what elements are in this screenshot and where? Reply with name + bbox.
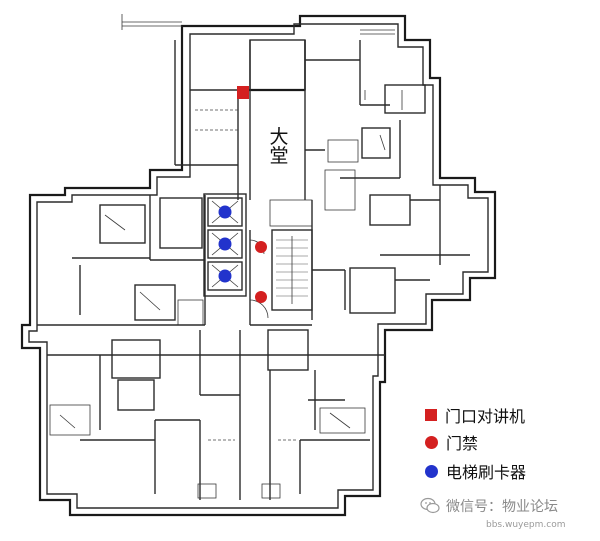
- legend-item-intercom: 门口对讲机: [425, 403, 525, 427]
- elevator-card-reader-marker: [218, 205, 232, 219]
- wechat-icon: [420, 497, 440, 515]
- watermark-text: 微信号：物业论坛: [446, 499, 558, 515]
- legend-label: 门口对讲机: [445, 407, 526, 426]
- watermark-url: bbs.wuyepm.com: [486, 520, 566, 530]
- right-upper-unit: [305, 40, 470, 314]
- legend-label: 电梯刷卡器: [446, 463, 527, 482]
- elevator-card-reader-marker: [218, 269, 232, 283]
- watermark: 微信号：物业论坛: [420, 496, 558, 516]
- legend-item-access-control: 门禁: [425, 430, 478, 454]
- door-intercom-marker: [237, 86, 249, 99]
- red-dot-icon: [425, 435, 438, 449]
- access-control-marker: [255, 241, 267, 253]
- lobby-label: 大堂: [269, 126, 289, 167]
- entrance-lines: [121, 14, 395, 35]
- red-square-icon: [425, 409, 437, 421]
- blue-dot-icon: [425, 464, 438, 478]
- access-control-marker: [255, 291, 267, 303]
- left-middle-unit: [37, 195, 206, 326]
- lower-units: [47, 329, 385, 500]
- legend-label: 门禁: [446, 434, 479, 453]
- legend-item-elevator-reader: 电梯刷卡器: [425, 459, 526, 483]
- elevator-card-reader-marker: [218, 237, 232, 251]
